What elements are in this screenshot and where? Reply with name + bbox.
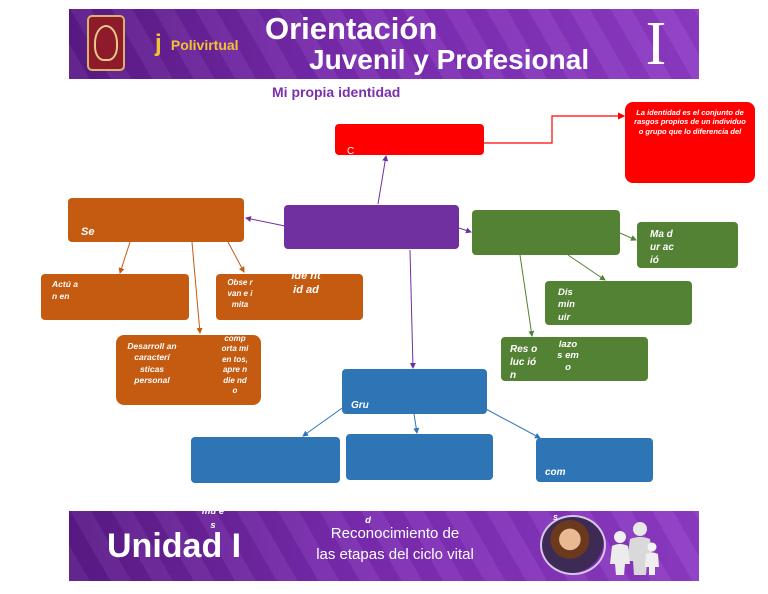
connector-blue-to-right — [483, 407, 541, 439]
logo-text: Polivirtual — [170, 37, 239, 53]
central-concept-box — [284, 205, 459, 249]
connector-blue-to-mid — [413, 413, 420, 434]
page-subtitle: Mi propia identidad — [272, 84, 401, 100]
observan-box: Obse rvan e imita Ide ntid ad — [216, 274, 363, 320]
desarrollan-box: Desarroll an caracterí sticas personal c… — [116, 335, 261, 405]
photo-icon — [540, 515, 606, 575]
connector-center-to-green — [458, 227, 472, 234]
connector-red-to-definition — [484, 112, 626, 144]
course-title-line1: Orientación — [265, 11, 438, 46]
footer-banner: Unidad I Reconocimiento de las etapas de… — [69, 511, 699, 581]
blue-left-box — [191, 437, 340, 483]
connector-center-to-red — [377, 155, 389, 205]
unit-description: Reconocimiento de las etapas del ciclo v… — [316, 525, 474, 563]
blue-right-box: com — [536, 438, 653, 482]
resolucion-box: Res oluc ión lazo s emo — [501, 337, 648, 381]
overflow-text-right: s — [553, 512, 559, 522]
header-banner: ϳ Polivirtual Orientación Juvenil y Prof… — [69, 9, 699, 79]
connector-blue-to-left — [302, 405, 346, 437]
course-title-line2: Juvenil y Profesional — [309, 44, 590, 75]
connector-green-to-maduracion — [619, 232, 637, 241]
overflow-text-left: mu es — [201, 506, 225, 532]
connector-green-to-resolucion — [519, 254, 535, 337]
polivirtual-mark-icon: ϳ — [155, 30, 162, 57]
polivirtual-logo: ϳ Polivirtual — [155, 31, 239, 59]
actuan-box: Actú an en — [41, 274, 189, 320]
definition-box: La identidad es el conjunto de rasgos pr… — [625, 102, 755, 183]
overflow-text-mid: un dad — [355, 501, 381, 527]
grupo-box: Gru — [342, 369, 487, 414]
connector-green-to-disminuir — [567, 254, 606, 281]
connector-se-to-actuan — [118, 241, 131, 274]
institution-seal-icon — [87, 15, 125, 71]
se-box: Se — [68, 198, 244, 242]
concept-red-box: C — [335, 124, 484, 155]
connector-se-to-observan — [227, 241, 245, 273]
connector-center-to-blue — [409, 249, 416, 369]
family-icon — [610, 522, 659, 575]
connector-se-to-desarrollan — [191, 241, 203, 334]
blue-middle-box — [346, 434, 493, 480]
connector-center-to-se — [245, 216, 286, 227]
definition-text: La identidad es el conjunto de rasgos pr… — [634, 108, 746, 136]
course-number: I — [645, 10, 667, 78]
unit-label: Unidad I — [107, 527, 242, 565]
green-concept-box — [472, 210, 620, 255]
maduracion-box: Ma dur ació — [637, 222, 738, 268]
disminuir-box: Dis min uir — [545, 281, 692, 325]
